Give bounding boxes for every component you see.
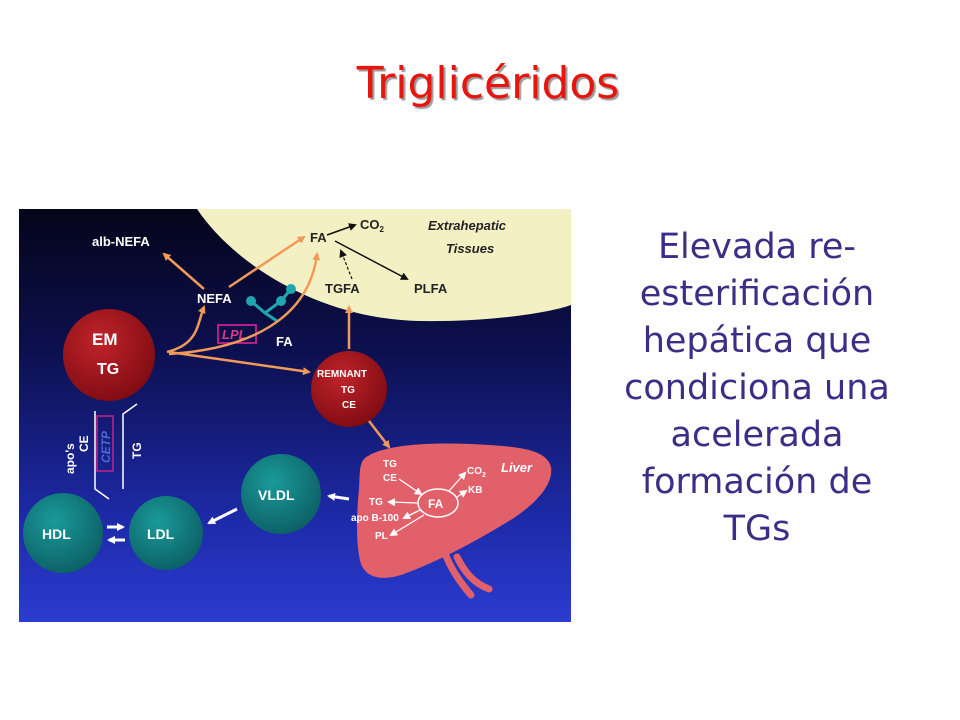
liver-fa-to-co2-arrow — [448, 471, 467, 492]
hdl-label: HDL — [42, 526, 71, 542]
em-to-nefa-arrow — [166, 305, 206, 354]
em-circle — [63, 309, 155, 401]
nefa-to-fa-arrow — [228, 235, 306, 289]
liver-tg1-label: TG — [383, 459, 397, 470]
liver-apob-label: apo B-100 — [351, 513, 399, 524]
tgfa-to-fa-arrow — [339, 249, 353, 280]
remnant-ce-label: CE — [342, 400, 356, 411]
fa-to-co2-arrow — [326, 223, 357, 236]
hdl-circle — [23, 493, 103, 573]
side-text-line: acelerada — [670, 415, 844, 455]
tgfa-label: TGFA — [325, 281, 360, 296]
liver-duct — [440, 547, 493, 599]
remnant-to-liver-arrow — [368, 420, 391, 449]
em-to-remnant-arrow — [168, 350, 311, 376]
side-text-line: formación de — [641, 462, 873, 502]
cetp-arrow-up — [122, 403, 138, 489]
remnant-label: REMNANT — [317, 369, 367, 380]
remnant-circle — [311, 351, 387, 427]
extrahepatic-label: Extrahepatic — [428, 218, 507, 233]
remnant-tg-label: TG — [341, 385, 355, 396]
fa-top-label: FA — [310, 230, 327, 245]
lpl-label: LPL — [222, 327, 247, 342]
nefa-label: NEFA — [197, 291, 232, 306]
ce-left-label: CE — [77, 435, 91, 452]
liver-kb-label: KB — [468, 485, 482, 496]
liver-fa-to-kb-arrow — [456, 489, 468, 498]
liver-fa-to-pl-arrow — [389, 514, 425, 537]
nefa-to-alb-arrow — [162, 252, 205, 290]
liver-fa-label: FA — [428, 497, 444, 511]
em-to-fa-arrow — [168, 252, 321, 356]
ldl-circle — [129, 496, 203, 570]
ldl-label: LDL — [147, 526, 175, 542]
liver-label: Liver — [501, 460, 533, 475]
liver-co2-label: CO2 — [467, 466, 486, 479]
triglyceride-metabolism-diagram: FA CO2 Extrahepatic Tissues TGFA PLFA al… — [19, 209, 571, 622]
liver-ce-label: CE — [383, 473, 397, 484]
em-label: EM — [92, 330, 118, 349]
side-text-line: Elevada re- — [657, 227, 857, 267]
side-text-line: condiciona una — [624, 368, 890, 408]
cetp-box — [96, 415, 114, 472]
alb-nefa-label: alb-NEFA — [92, 234, 150, 249]
side-text-line: hepática que — [642, 321, 872, 361]
side-text-line: esterificación — [639, 274, 875, 314]
liver-fa-to-apob-arrow — [402, 509, 421, 519]
liver-to-vldl-arrow — [327, 492, 350, 501]
tg-left-label: TG — [130, 442, 144, 459]
apos-label: apo's — [63, 443, 77, 474]
tissues-label: Tissues — [446, 241, 494, 256]
liver-fa-to-tg-arrow — [387, 498, 419, 507]
fa-to-plfa-arrow — [334, 240, 409, 280]
plfa-label: PLFA — [414, 281, 448, 296]
liver-pl-label: PL — [375, 531, 388, 542]
extrahepatic-tissue-region — [197, 209, 571, 322]
vldl-to-ldl-arrow — [207, 507, 238, 525]
co2-top-label: CO2 — [360, 217, 385, 234]
cetp-arrow-down — [94, 411, 110, 500]
vldl-label: VLDL — [258, 487, 295, 503]
lpl-enzyme-icon — [246, 284, 296, 323]
vldl-circle — [241, 454, 321, 534]
cetp-label: CETP — [99, 430, 113, 463]
side-description: Elevada re- esterificación hepática que … — [612, 224, 902, 553]
side-text-line: TGs — [723, 509, 791, 549]
liver-tg-to-fa-arrow — [398, 478, 423, 496]
em-tg-label: TG — [97, 361, 119, 378]
liver-tg2-label: TG — [369, 497, 383, 508]
slide-title: Triglicéridos — [356, 58, 620, 109]
fa-mid-label: FA — [276, 334, 293, 349]
